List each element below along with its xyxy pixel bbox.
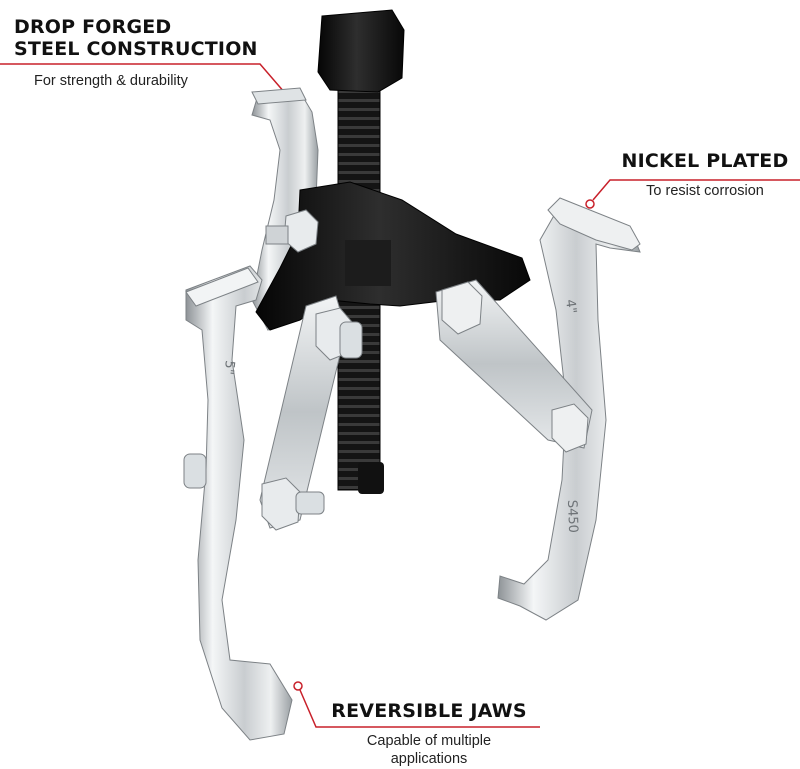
jaw-marking-4in: 4" [562, 298, 579, 314]
callout-drop-forged-title-line1: DROP FORGED [14, 16, 172, 38]
bolt-right-upper [441, 281, 483, 335]
jaw-marking-s450: S450 [564, 500, 580, 534]
bolt-top-left [265, 209, 319, 253]
bolt-left-lower [183, 453, 325, 531]
leader-line-jaws [299, 689, 540, 728]
callout-nickel-plated-subtitle: To resist corrosion [646, 183, 764, 199]
callout-nickel-plated-title: NICKEL PLATED [621, 150, 789, 172]
callout-reversible-jaws-subtitle-line1: Capable of multiple [366, 733, 492, 749]
screw-hex-head [317, 9, 405, 93]
bolt-right-lower [551, 403, 589, 453]
back-jaw [251, 87, 319, 332]
callout-leader-lines [0, 63, 800, 728]
bolt-center-left [315, 307, 363, 361]
screw-tip [358, 462, 384, 494]
callout-drop-forged: DROP FORGED STEEL CONSTRUCTION For stren… [14, 16, 258, 90]
leader-line-drop-forged [0, 63, 286, 94]
callout-reversible-jaws: REVERSIBLE JAWS Capable of multiple appl… [318, 700, 540, 768]
leader-dot-nickel [585, 199, 595, 209]
leader-dot-jaws [293, 681, 303, 691]
callout-reversible-jaws-subtitle-line2: applications [390, 751, 468, 767]
linkage-arms [259, 279, 593, 529]
callout-drop-forged-title-line2: STEEL CONSTRUCTION [14, 38, 258, 60]
callout-drop-forged-subtitle: For strength & durability [34, 73, 188, 89]
callout-nickel-plated: NICKEL PLATED To resist corrosion [612, 150, 798, 200]
leader-line-nickel [592, 179, 800, 201]
jaw-marking-5in: 5" [221, 360, 237, 376]
left-jaw: 5" [185, 265, 293, 741]
bolts-and-nuts [183, 209, 589, 531]
callout-reversible-jaws-title: REVERSIBLE JAWS [331, 700, 527, 722]
